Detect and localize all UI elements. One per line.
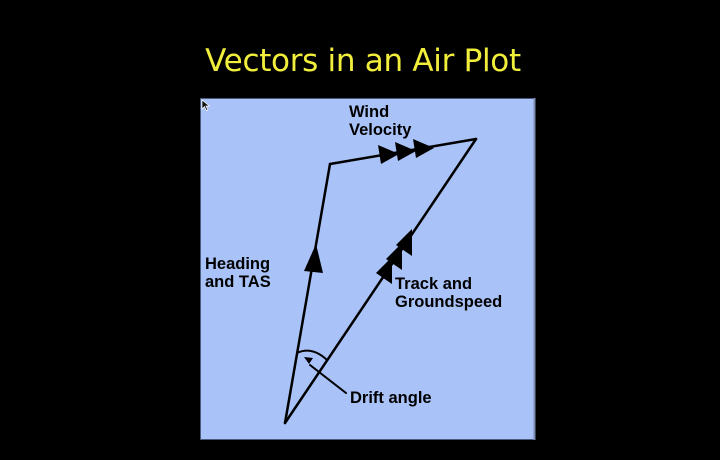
heading-tas-vector — [283, 162, 332, 425]
track-arrowhead-1 — [376, 257, 392, 284]
track-groundspeed-label-line1: Track and — [395, 275, 472, 293]
heading-arrowhead — [304, 244, 323, 273]
drift-angle-leader — [309, 364, 347, 394]
drift-angle-arc — [296, 349, 328, 361]
heading-tas-label-line1: Heading — [205, 255, 270, 273]
wind-velocity-label-line1: Wind — [349, 103, 389, 121]
wind-arrowhead-2 — [395, 142, 416, 161]
drift-angle-marker — [304, 357, 313, 364]
slide-title: Vectors in an Air Plot — [205, 43, 521, 79]
track-arrowhead-3 — [396, 229, 412, 256]
track-groundspeed-vector — [283, 137, 478, 425]
wind-arrowhead-3 — [413, 139, 434, 158]
heading-tas-label-line2: and TAS — [205, 273, 271, 291]
wind-arrowhead-1 — [378, 145, 399, 164]
wind-velocity-label-line2: Velocity — [349, 121, 412, 139]
drift-angle-label: Drift angle — [350, 389, 432, 407]
track-groundspeed-label-line2: Groundspeed — [395, 293, 502, 311]
track-arrowhead-2 — [386, 243, 402, 270]
diagram-panel — [200, 98, 535, 440]
cursor-icon — [201, 99, 211, 112]
air-plot-diagram: Wind Velocity Heading and TAS Track and … — [200, 98, 536, 440]
